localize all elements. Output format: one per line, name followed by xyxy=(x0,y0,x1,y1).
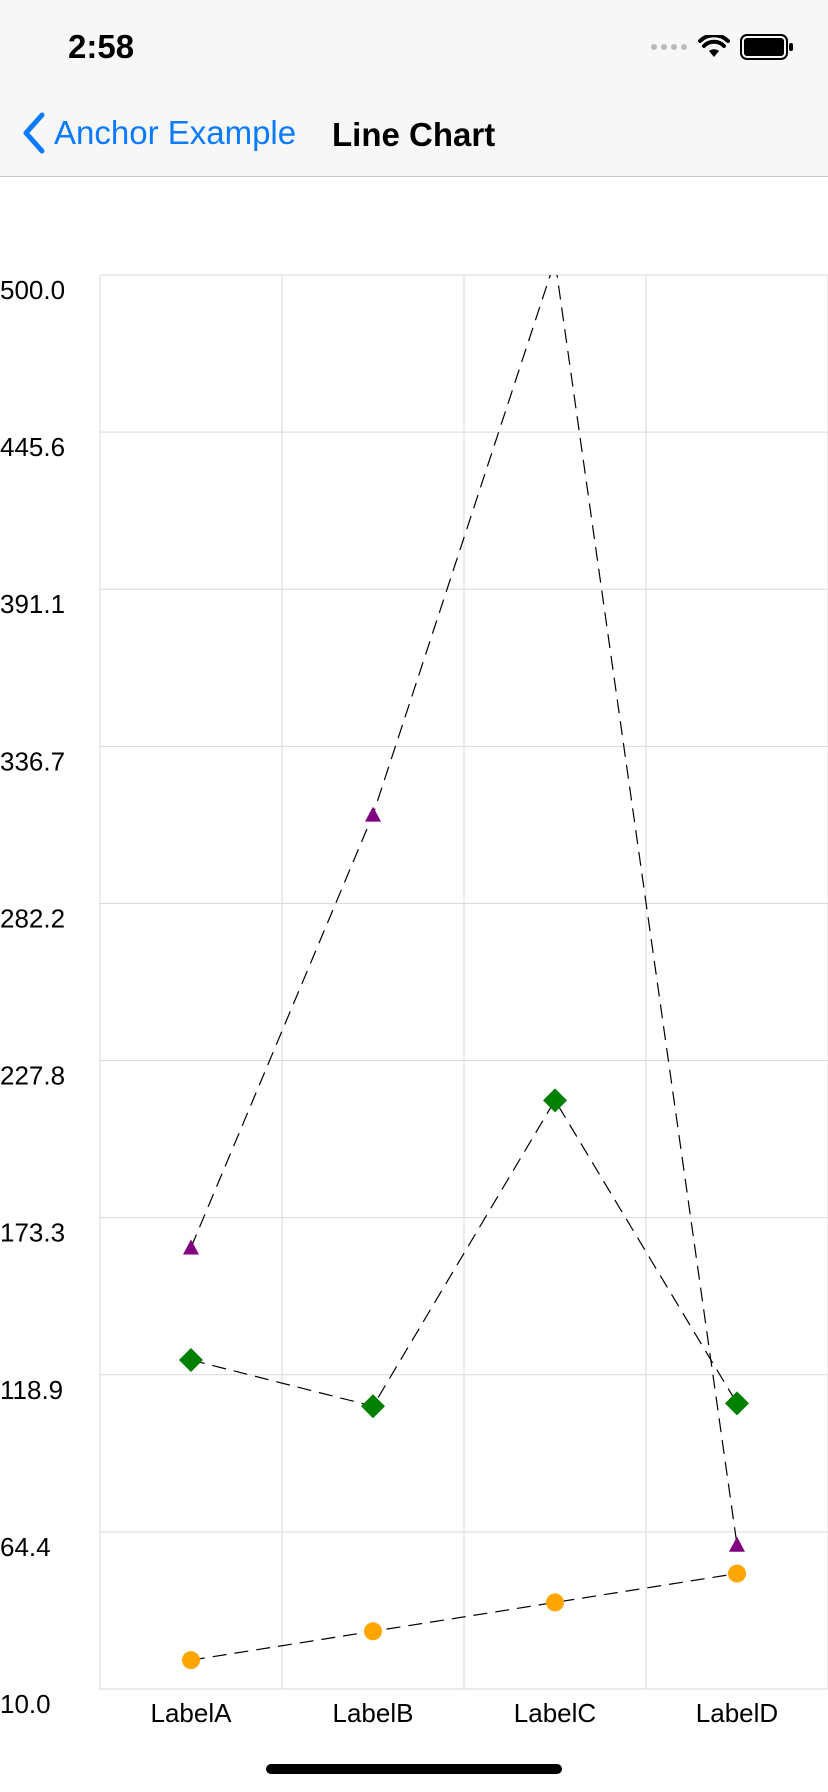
data-point-diamond xyxy=(179,1348,203,1373)
series-line xyxy=(190,1572,738,1661)
x-tick-label: LabelC xyxy=(514,1698,596,1728)
signal-icon xyxy=(651,44,687,50)
x-tick-label: LabelB xyxy=(333,1698,414,1728)
data-point-circle xyxy=(728,1564,746,1583)
line-chart: 500.0 445.6 391.1 336.7 282.2 227.8 173.3 118.9… xyxy=(0,176,828,1756)
data-point-circle xyxy=(182,1651,200,1670)
y-tick-label: 118.9 xyxy=(0,1375,63,1405)
data-point-triangle xyxy=(729,1536,745,1552)
data-point-triangle xyxy=(183,1239,199,1255)
y-tick-label: 10.0 xyxy=(0,1689,51,1719)
navigation-bar: Anchor Example Line Chart xyxy=(0,94,828,177)
back-button-label: Anchor Example xyxy=(54,114,297,151)
y-tick-label: 227.8 xyxy=(0,1061,65,1091)
status-time: 2:58 xyxy=(68,28,135,65)
x-tick-label: LabelA xyxy=(151,1698,233,1728)
y-tick-label: 391.1 xyxy=(0,589,65,619)
data-point-circle xyxy=(546,1593,564,1612)
y-tick-label: 500.0 xyxy=(0,275,65,305)
wifi-icon xyxy=(698,35,730,57)
y-tick-label: 282.2 xyxy=(0,903,65,933)
home-indicator xyxy=(266,1764,562,1774)
y-tick-label: 336.7 xyxy=(0,746,65,776)
chart-canvas: 500.0 445.6 391.1 336.7 282.2 227.8 173.3 118.9… xyxy=(0,274,828,1728)
data-point-diamond xyxy=(543,1088,567,1113)
chevron-left-icon xyxy=(23,112,45,154)
x-tick-label: LabelD xyxy=(696,1698,778,1728)
data-point-triangle xyxy=(365,806,381,822)
back-button[interactable]: Anchor Example xyxy=(22,108,296,158)
y-tick-label: 173.3 xyxy=(0,1218,65,1248)
page-title: Line Chart xyxy=(332,116,496,153)
series-line xyxy=(190,1099,738,1407)
data-point-diamond xyxy=(725,1391,749,1416)
data-point-circle xyxy=(364,1622,382,1641)
status-bar: 2:58 xyxy=(0,0,828,94)
data-point-diamond xyxy=(361,1394,385,1419)
y-tick-label: 64.4 xyxy=(0,1532,51,1562)
series-line xyxy=(190,275,738,1545)
battery-icon xyxy=(740,34,793,60)
status-icons xyxy=(650,34,794,60)
y-tick-label: 445.6 xyxy=(0,432,65,462)
